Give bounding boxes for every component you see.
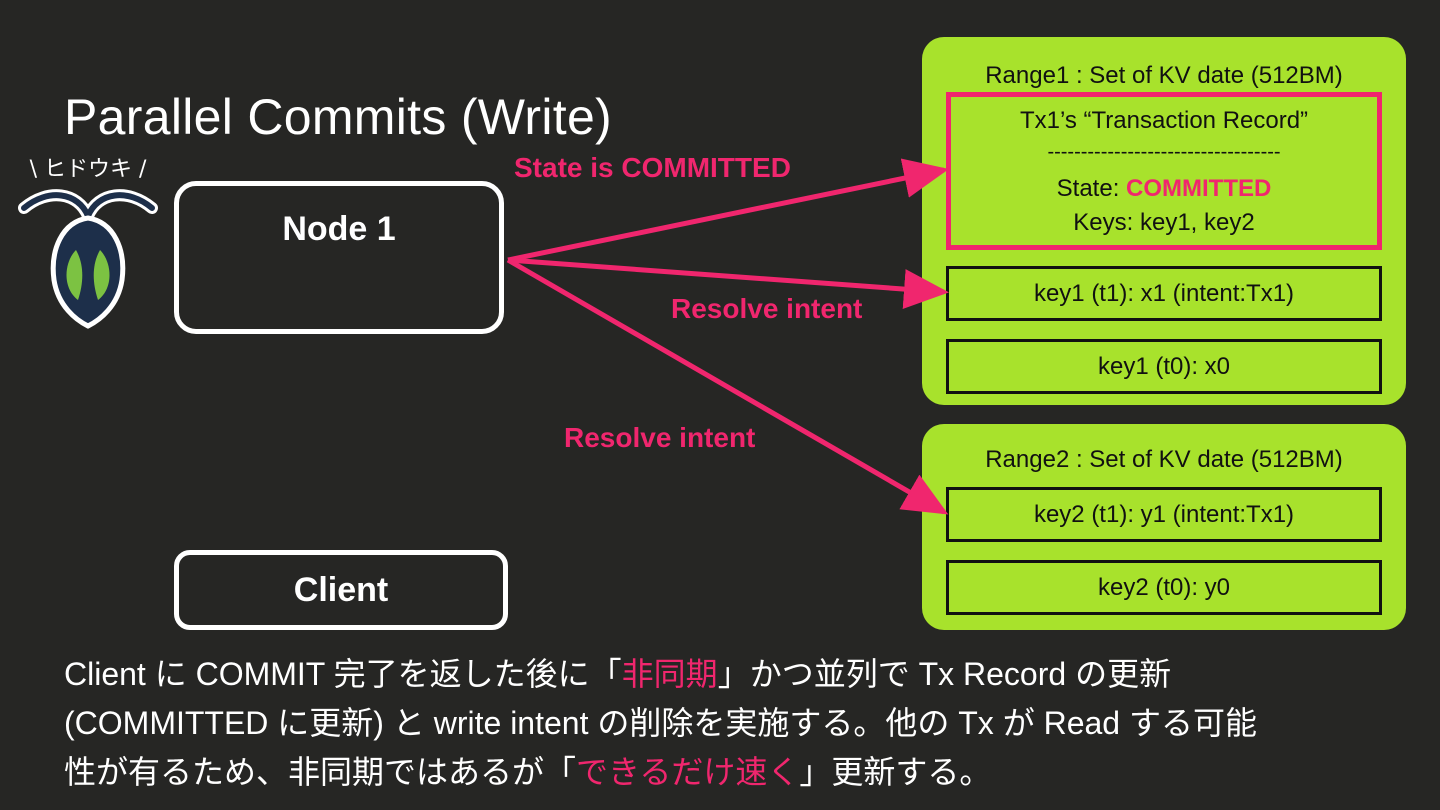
range1-kv-row: key1 (t0): x0 <box>946 339 1382 394</box>
highlight-async: 非同期 <box>621 656 718 692</box>
resolve-intent-label-2: Resolve intent <box>564 422 756 453</box>
resolve-intent-label-1: Resolve intent <box>671 293 863 324</box>
range1-box: Range1 : Set of KV date (512BM) Tx1’s “T… <box>922 37 1406 405</box>
record-divider: ----------------------------------- <box>1047 141 1281 163</box>
description-line-3: 性が有るため、非同期ではあるが「できるだけ速く」更新する。 <box>64 748 1394 797</box>
client-label: Client <box>293 570 389 609</box>
client-box: Client <box>174 550 508 630</box>
record-state-value: COMMITTED <box>1126 175 1272 202</box>
highlight-fast: できるだけ速く <box>576 754 800 790</box>
transaction-record-box: Tx1’s “Transaction Record” -------------… <box>946 92 1382 250</box>
arrow-to-key2 <box>506 257 949 515</box>
record-keys: Keys: key1, key2 <box>1073 209 1255 236</box>
description-line-1: Client に COMMIT 完了を返した後に「非同期」かつ並列で Tx Re… <box>64 650 1394 699</box>
text-run: 性が有るため、非同期ではあるが「 <box>64 754 577 790</box>
node-1-label: Node 1 <box>282 210 396 248</box>
arrow-to-key1 <box>507 257 949 310</box>
arrow-to-record <box>507 158 949 263</box>
slide-title: Parallel Commits (Write) <box>64 89 612 145</box>
text-run: 」かつ並列で Tx Record の更新 <box>717 656 1172 692</box>
record-state-prefix: State: <box>1056 175 1127 202</box>
node-1-box: Node 1 <box>174 181 504 334</box>
record-title: Tx1’s “Transaction Record” <box>1019 107 1309 134</box>
record-state: State: COMMITTED <box>951 175 1377 203</box>
range2-title: Range2 : Set of KV date (512BM) <box>985 446 1343 473</box>
description-text: Client に COMMIT 完了を返した後に「非同期」かつ並列で Tx Re… <box>64 650 1394 797</box>
description-line-2: (COMMITTED に更新) と write intent の削除を実施する。… <box>64 705 1257 741</box>
hidouki-logo: \ ヒドウキ / <box>18 150 158 335</box>
range2-box: Range2 : Set of KV date (512BM) key2 (t1… <box>922 424 1406 630</box>
range1-title: Range1 : Set of KV date (512BM) <box>985 62 1343 89</box>
logo-caption: \ ヒドウキ / <box>30 157 147 182</box>
state-committed-label: State is COMMITTED <box>514 152 791 183</box>
text-run: 」更新する。 <box>799 754 992 790</box>
text-run: Client に COMMIT 完了を返した後に「 <box>64 656 622 692</box>
range2-kv-row: key2 (t0): y0 <box>946 560 1382 615</box>
